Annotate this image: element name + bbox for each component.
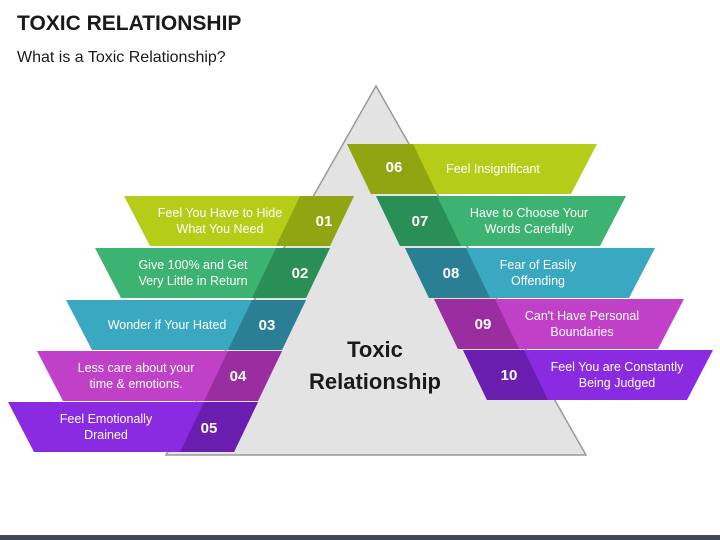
item-text: Being Judged <box>578 376 656 390</box>
page-subtitle: What is a Toxic Relationship? <box>17 49 226 66</box>
center-label-line2: Relationship <box>308 369 441 394</box>
item-number-05: 05 <box>200 420 218 437</box>
item-text: Wonder if Your Hated <box>107 318 227 332</box>
item-text: Words Carefully <box>484 222 574 236</box>
item-number-06: 06 <box>385 159 403 176</box>
item-number-07: 07 <box>411 213 429 230</box>
item-text: Fear of Easily <box>499 258 577 272</box>
item-number-10: 10 <box>500 367 518 384</box>
band-03 <box>66 300 306 350</box>
item-text: Offending <box>511 274 565 288</box>
item-label-03: Wonder if Your Hated <box>86 302 248 348</box>
band-06 <box>347 144 597 194</box>
center-label: Toxic Relationship <box>290 334 460 398</box>
band-04 <box>37 351 282 401</box>
item-text: Feel Emotionally <box>59 412 153 426</box>
item-number-03: 03 <box>258 317 276 334</box>
item-text: Very Little in Return <box>138 274 248 288</box>
item-text: What You Need <box>176 222 264 236</box>
band-07 <box>376 196 626 246</box>
band-09 <box>434 299 684 349</box>
item-text: Less care about your <box>77 361 195 375</box>
item-text: Drained <box>84 428 128 442</box>
band-02 <box>95 248 330 298</box>
item-number-01: 01 <box>315 213 333 230</box>
item-number-04: 04 <box>229 368 247 385</box>
item-number-09: 09 <box>474 316 492 333</box>
page-title: TOXIC RELATIONSHIP <box>17 12 242 35</box>
center-label-line1: Toxic <box>347 337 403 362</box>
band-05 <box>8 402 258 452</box>
band-10 <box>463 350 713 400</box>
item-text: Feel Insignificant <box>446 162 540 176</box>
item-number-02: 02 <box>291 265 309 282</box>
item-text: Can't Have Personal <box>524 309 640 323</box>
item-number-08: 08 <box>442 265 460 282</box>
item-label-04: Less care about your time & emotions. <box>56 353 216 399</box>
item-text: Boundaries <box>550 325 614 339</box>
item-text: Have to Choose Your <box>469 206 589 220</box>
item-text: Give 100% and Get <box>138 258 248 272</box>
band-01 <box>124 196 354 246</box>
item-text: time & emotions. <box>89 377 183 391</box>
item-label-06: Feel Insignificant <box>418 146 568 192</box>
item-text: Feel You Have to Hide <box>157 206 283 220</box>
band-08 <box>405 248 655 298</box>
footer-bar <box>0 535 720 540</box>
item-text: Feel You are Constantly <box>550 360 684 374</box>
